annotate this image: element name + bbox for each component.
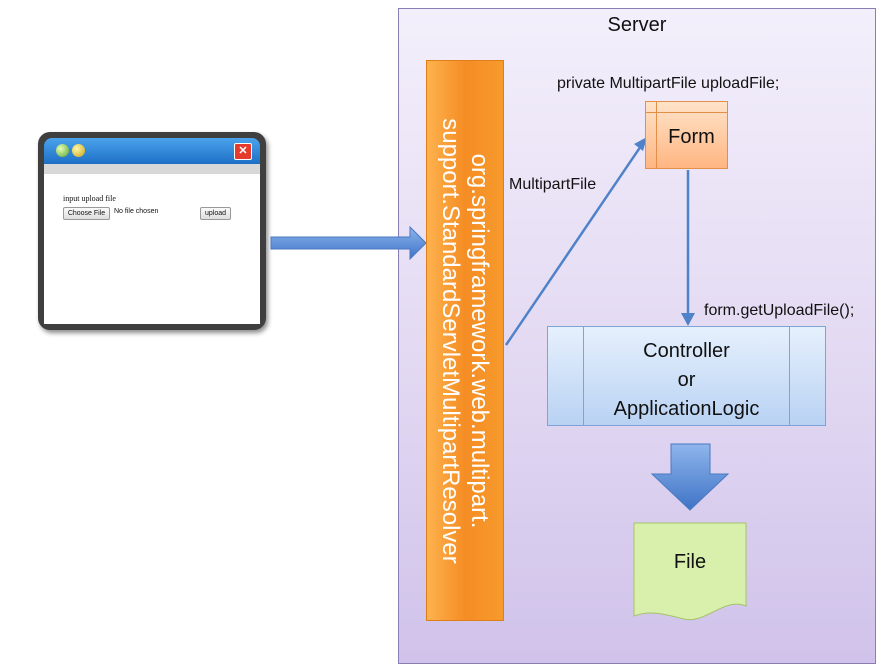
browser-titlebar: ✕: [44, 138, 260, 164]
controller-line-3: ApplicationLogic: [613, 398, 760, 420]
controller-line-1: Controller: [643, 340, 730, 362]
form-label: Form: [668, 126, 715, 148]
controller-line-2: or: [677, 369, 696, 391]
getter-arrowhead: [681, 313, 695, 326]
multipart-label: MultipartFile: [509, 176, 597, 193]
multipartfile-arrowhead: [634, 137, 647, 151]
upload-label: input upload file: [63, 194, 116, 203]
yellow-orb-icon: [72, 144, 85, 157]
output-arrow: [650, 443, 730, 511]
controller-right-divider: [789, 327, 790, 425]
form-box-top-divider: [646, 112, 727, 113]
form-field-label: private MultipartFile uploadFile;: [557, 75, 780, 92]
close-icon[interactable]: ✕: [234, 143, 252, 160]
controller-label: Controller or ApplicationLogic: [548, 337, 825, 424]
server-title: Server: [607, 14, 667, 36]
multipart-resolver: org.springframework.web.multipart. suppo…: [426, 60, 504, 621]
upload-button[interactable]: upload: [200, 207, 231, 220]
form-box: Form: [645, 101, 728, 169]
green-orb-icon: [56, 144, 69, 157]
browser-window: ✕ input upload file Choose File No file …: [38, 132, 266, 330]
request-arrow: [270, 225, 427, 261]
no-file-text: No file chosen: [114, 208, 159, 215]
choose-file-button[interactable]: Choose File: [63, 207, 110, 220]
resolver-line-1: org.springframework.web.multipart.: [466, 153, 493, 528]
resolver-line-2: support.StandardServletMultipartResolver: [437, 117, 464, 564]
browser-content: input upload file Choose File No file ch…: [44, 174, 260, 324]
browser-toolbar: [44, 164, 260, 174]
getter-label: form.getUploadFile();: [704, 302, 855, 319]
controller-left-divider: [583, 327, 584, 425]
form-box-divider: [656, 102, 727, 168]
file-document: [633, 522, 747, 621]
file-label: File: [673, 551, 707, 573]
multipartfile-arrow: [504, 142, 645, 346]
controller-box: Controller or ApplicationLogic: [547, 326, 826, 426]
resolver-label: org.springframework.web.multipart. suppo…: [436, 60, 494, 621]
